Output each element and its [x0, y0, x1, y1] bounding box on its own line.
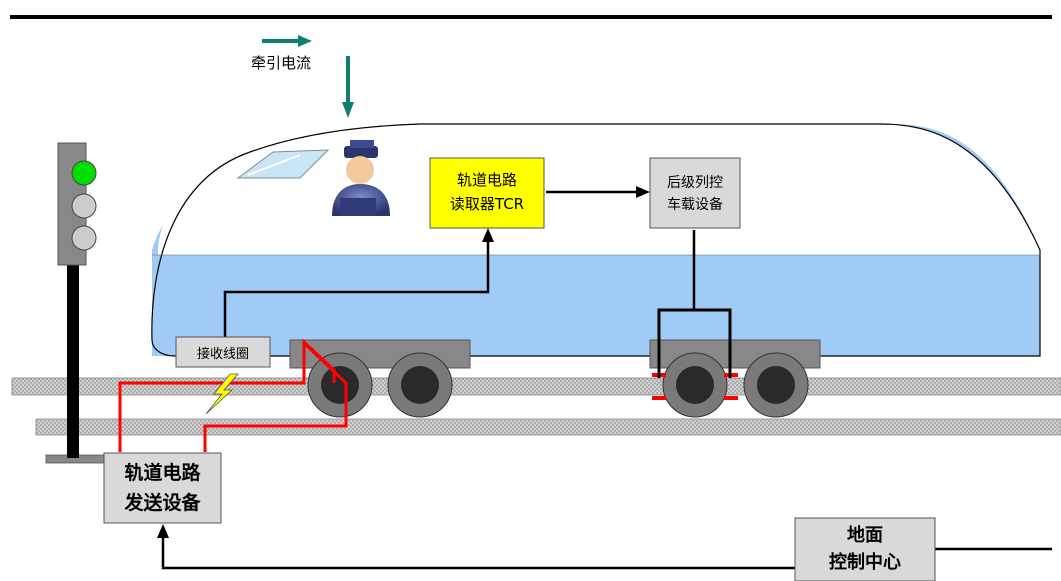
wheel-1 — [307, 352, 373, 418]
rail-upper — [11, 377, 1061, 396]
traction-current-arrow-horizontal — [262, 35, 312, 47]
driver-figure — [332, 140, 390, 216]
onboard-box — [649, 157, 741, 229]
ground-control-label-line2: 控制中心 — [829, 552, 901, 573]
receiver-coil-label: 接收线圈 — [196, 347, 249, 362]
tcr-label: 轨道电路 读取器TCR — [430, 168, 544, 216]
traction-current-arrow-down — [342, 56, 354, 118]
traction-current-label: 牵引电流 — [250, 54, 311, 72]
wheel-3 — [662, 352, 728, 418]
rail-lower — [35, 418, 1061, 436]
coil-to-tcr-wire — [223, 240, 490, 340]
tcr-box — [429, 157, 545, 229]
wheel-2 — [387, 352, 453, 418]
onboard-label: 后级列控 车载设备 — [650, 172, 740, 216]
train-body — [151, 123, 1041, 357]
transmitter-label-line1: 轨道电路 — [124, 462, 201, 484]
transmitter-label: 轨道电路 发送设备 — [104, 458, 221, 518]
ground-to-transmitter-line — [161, 536, 795, 570]
onboard-label-line2: 车载设备 — [667, 197, 723, 213]
ground-control-label-line1: 地面 — [847, 525, 883, 546]
transmitter-label-line2: 发送设备 — [124, 492, 201, 514]
onboard-label-line1: 后级列控 — [667, 175, 723, 191]
wheel-4 — [743, 352, 809, 418]
ground-control-label: 地面 控制中心 — [795, 522, 935, 576]
tcr-label-line2: 读取器TCR — [449, 195, 525, 213]
tcr-label-line1: 轨道电路 — [456, 171, 517, 189]
transmitter-box — [103, 452, 222, 524]
traffic-signal — [45, 142, 105, 464]
receiver-coil-box — [175, 336, 271, 368]
track-circuit-current-lower — [203, 343, 348, 452]
shunt-mark-left-2 — [652, 396, 666, 400]
shunt-mark-right-2 — [724, 396, 738, 400]
lightning-icon — [205, 373, 239, 415]
ground-control-box — [794, 517, 936, 581]
